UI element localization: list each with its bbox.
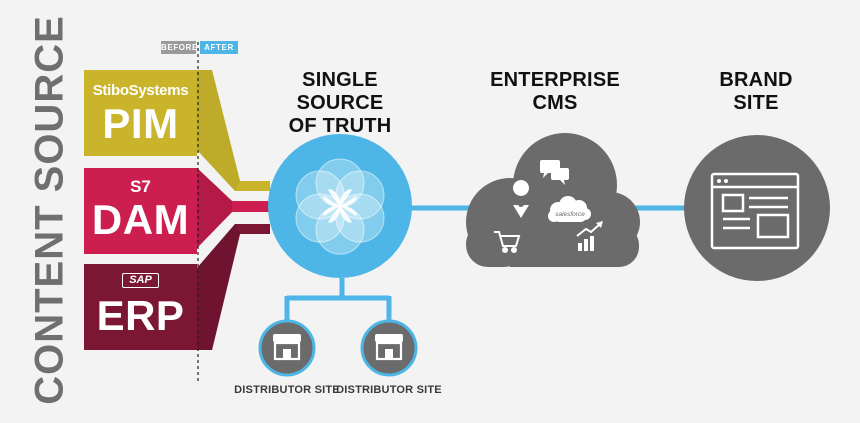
enterprise-cms-line-1: ENTERPRISE [490,69,620,91]
single-source-line-2: OF TRUTH [288,115,392,137]
pim-connector-shade [197,70,240,191]
brand-site-heading: BRAND SITE [700,69,812,115]
browser-window-icon [710,172,800,250]
dam-box: S7 DAM [84,168,197,254]
distributor-site-label-2: DISTRIBUTOR SITE [336,384,442,396]
enterprise-cms-heading: ENTERPRISE CMS [490,69,620,115]
location-pin-icon [513,180,530,218]
distributor-branch-lines [284,278,392,322]
pim-vendor-label: StiboSystems [92,82,189,99]
shopping-cart-icon [494,231,521,253]
brand-site-line-2: SITE [733,92,779,114]
dam-connector-shade [197,168,232,248]
cms-cloud [466,133,640,267]
single-source-heading: SINGLE SOURCE OF TRUTH [260,69,420,138]
erp-box: SAP ERP [84,264,197,350]
content-source-title: CONTENT SOURCE [27,15,72,405]
flower-logo-icon [295,158,385,255]
browser-dots [717,179,728,183]
distributor-store-2 [360,319,418,377]
salesforce-label: salesforce [555,211,585,218]
salesforce-cloud-icon: salesforce [548,196,591,222]
growth-chart-icon [576,221,603,251]
dam-label: DAM [91,196,190,243]
after-tag: AFTER [200,41,238,54]
pim-label: PIM [102,100,179,147]
erp-connector-shade [197,224,240,350]
erp-label: ERP [96,292,185,339]
enterprise-cms-line-2: CMS [532,92,578,114]
dam-vendor-label: S7 [130,177,151,196]
storefront-icon [375,334,403,361]
distributor-site-label-1: DISTRIBUTOR SITE [234,384,340,396]
before-tag: BEFORE [161,41,198,54]
single-source-line-1: SINGLE SOURCE [296,69,384,114]
chat-bubbles-icon [540,160,569,185]
sap-logo: SAP [122,273,159,288]
storefront-icon [273,334,301,361]
pim-box: StiboSystems PIM [84,70,197,156]
distributor-store-1 [258,319,316,377]
brand-site-line-1: BRAND [719,69,793,91]
